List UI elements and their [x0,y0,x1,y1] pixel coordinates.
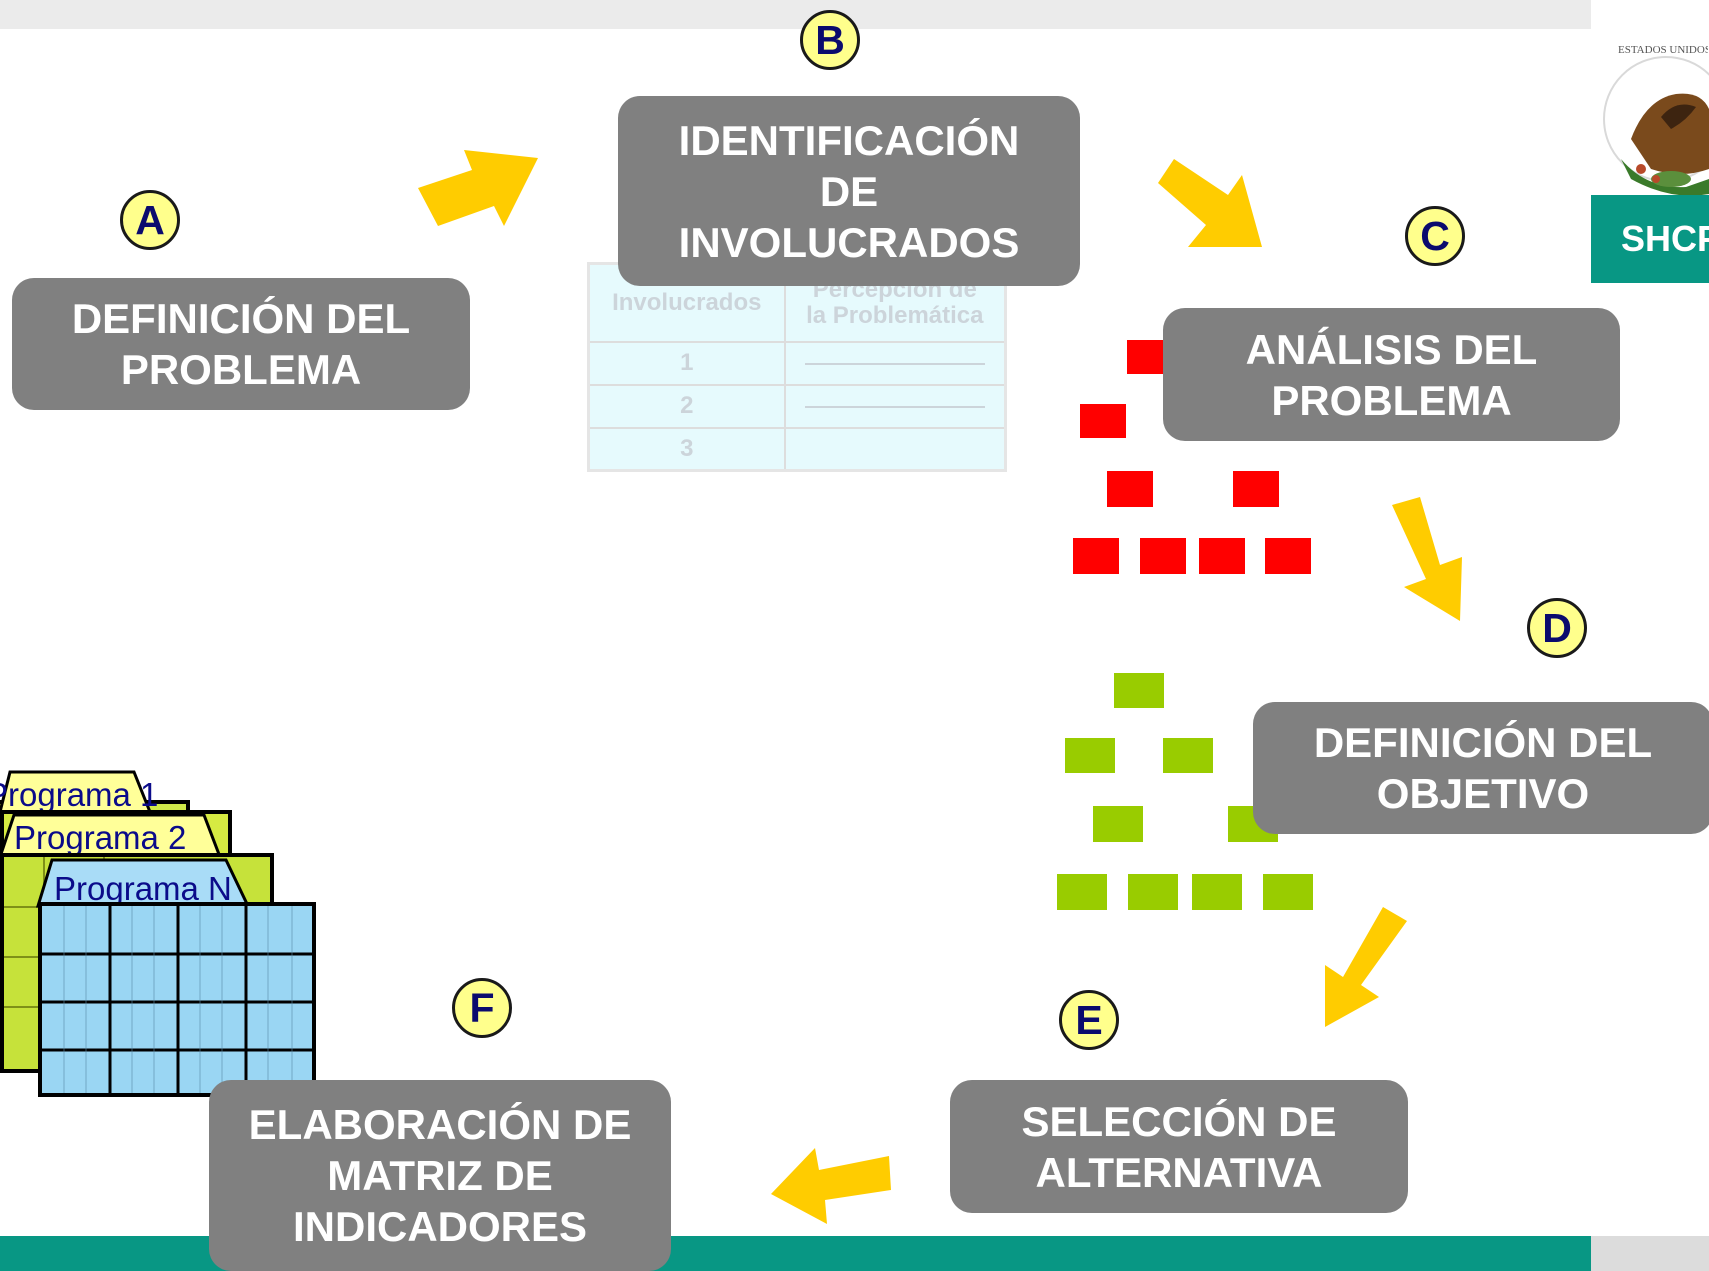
arrow-a-to-b-icon [418,150,538,226]
objective-tree-node [1263,874,1313,910]
objective-tree-node [1128,874,1178,910]
involved-col-header: Involucrados [612,289,762,316]
step-identification-stakeholders: IDENTIFICACIÓN DE INVOLUCRADOS [618,96,1080,286]
problem-tree-node [1080,404,1126,438]
program-sheet-n [38,902,316,1097]
step-objective-definition: DEFINICIÓN DEL OBJETIVO [1253,702,1709,834]
badge-b: B [800,10,860,70]
problem-tree-node [1073,538,1119,574]
objective-tree-node [1065,738,1115,773]
step-alternative-selection: SELECCIÓN DE ALTERNATIVA [950,1080,1408,1213]
seal-text: ESTADOS UNIDOS MEXICANOS [1618,44,1708,56]
objective-tree-node [1163,738,1213,773]
shcp-logo-text: SHCP [1591,195,1709,283]
problem-tree-node [1233,471,1279,507]
arrow-c-to-d-icon [1392,497,1462,621]
objective-tree-node [1093,806,1143,842]
arrow-d-to-e-icon [1325,907,1407,1027]
badge-a: A [120,190,180,250]
arrow-e-to-f-icon [771,1148,891,1224]
top-bar [0,0,1591,29]
arrow-b-to-c-icon [1158,159,1262,247]
page-corner [1591,1236,1709,1271]
badge-c: C [1405,206,1465,266]
badge-e: E [1059,990,1119,1050]
national-seal-icon [1603,56,1709,196]
step-indicator-matrix: ELABORACIÓN DE MATRIZ DE INDICADORES [209,1080,671,1271]
badge-d: D [1527,598,1587,658]
objective-tree-node [1057,874,1107,910]
program-label-1: Programa 1 [0,776,159,813]
problem-tree-node [1140,538,1186,574]
objective-tree-node [1192,874,1242,910]
involved-table: Involucrados Percepción de la Problemáti… [587,262,1007,472]
problem-tree-node [1107,471,1153,507]
program-label-2: Programa 2 [14,819,187,856]
program-label-n: Programa N [54,870,232,907]
table-row-number: 1 [590,341,785,385]
table-row-number: 3 [590,426,785,469]
step-definition-problem: DEFINICIÓN DEL PROBLEMA [12,278,470,410]
badge-f: F [452,978,512,1038]
objective-tree-node [1114,673,1164,708]
step-problem-analysis: ANÁLISIS DEL PROBLEMA [1163,308,1620,441]
problem-tree-node [1265,538,1311,574]
table-row-number: 2 [590,383,785,428]
problem-tree-node [1199,538,1245,574]
